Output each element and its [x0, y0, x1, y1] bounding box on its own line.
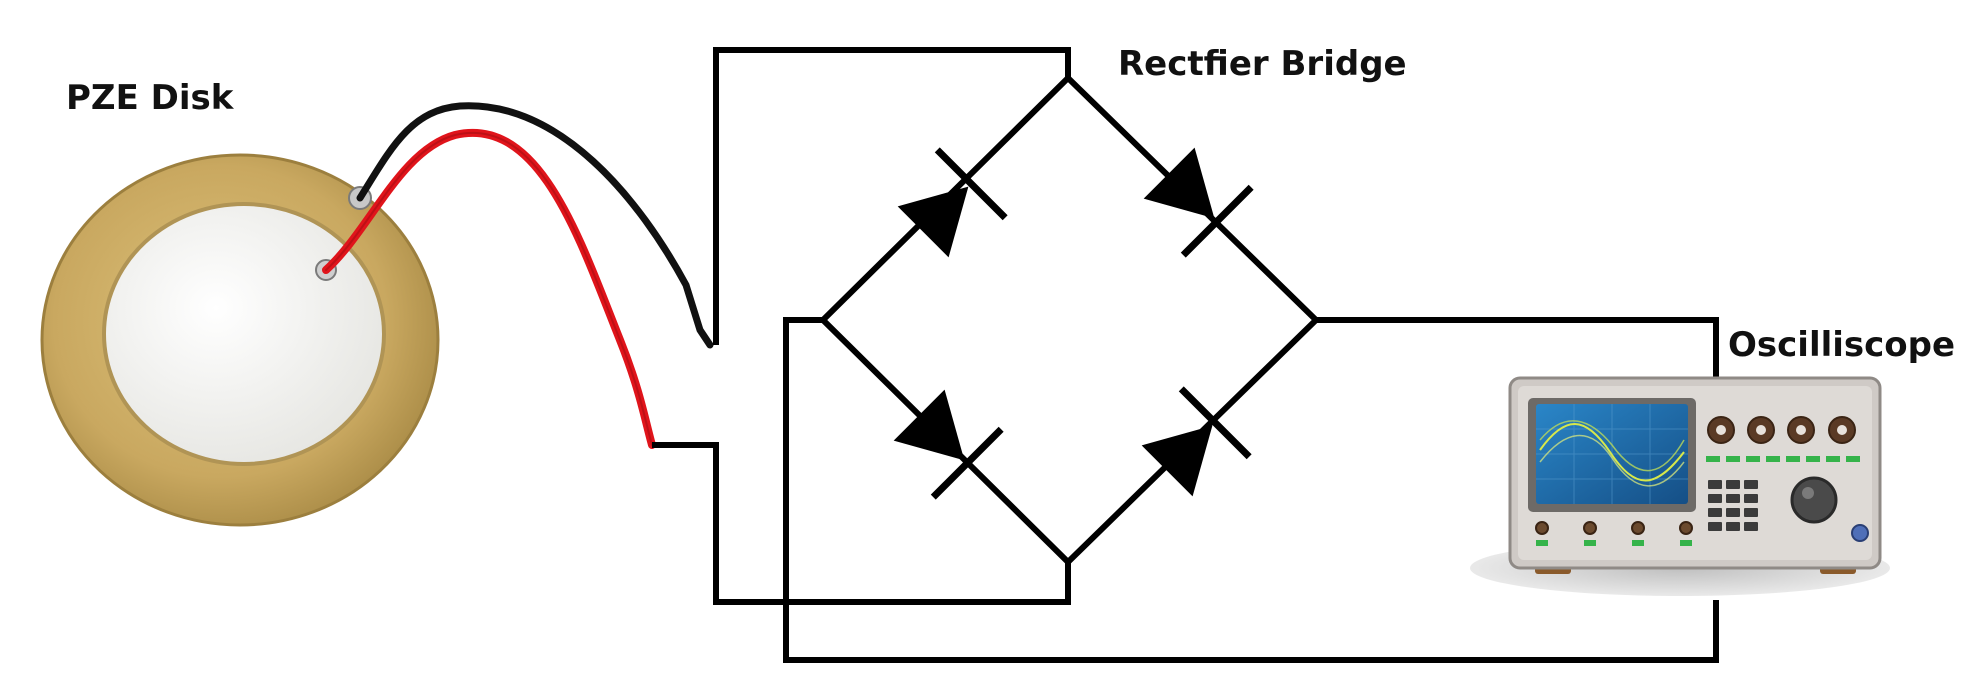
pze-disk-label: PZE Disk: [66, 78, 234, 118]
diode-icon: [893, 389, 1004, 500]
oscilloscope-icon: [1470, 376, 1890, 596]
oscilloscope-dial: [1790, 476, 1838, 524]
oscilloscope-power-button: [1851, 524, 1869, 542]
oscilloscope-trace-1: [1539, 423, 1685, 482]
wire-output-negative: [783, 317, 1719, 663]
black-lead-wire: [356, 102, 714, 349]
disk-ceramic-element: [102, 202, 386, 466]
bridge-diamond: [818, 75, 1321, 567]
rectifier-bridge-label: Rectfier Bridge: [1118, 44, 1407, 84]
red-lead-wire: [322, 129, 656, 449]
circuit-wires: [652, 47, 1719, 663]
oscilloscope-keypad: [1708, 480, 1758, 531]
wire-output-positive: [1316, 317, 1719, 385]
oscilloscope-label: Oscilliscope: [1728, 325, 1956, 365]
diode-icon: [1143, 147, 1254, 258]
wire-top: [713, 47, 1071, 345]
diode-icon: [1141, 386, 1252, 497]
piezo-disk-icon: [40, 153, 440, 527]
wire-bottom: [652, 442, 1071, 605]
diode-icon: [897, 147, 1008, 258]
oscilloscope-channel-connectors: [1535, 521, 1693, 546]
